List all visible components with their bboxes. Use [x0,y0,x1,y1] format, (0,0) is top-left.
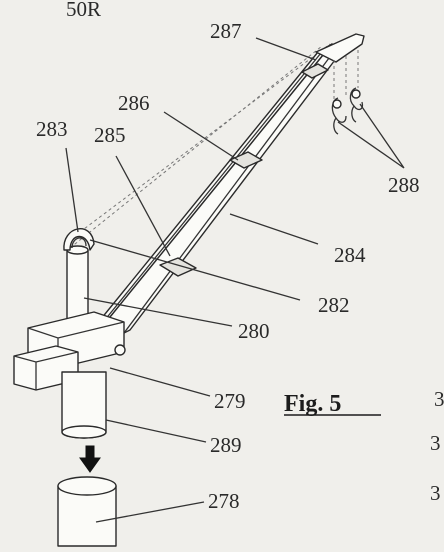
boom [91,33,365,337]
boom-brace-287 [301,63,329,79]
label-285: 285 [94,123,126,147]
pedestal [61,371,107,439]
header-reference: 50R [66,0,101,21]
leader-286 [163,111,239,161]
label-288: 288 [388,173,420,197]
sheave-groove [71,237,87,249]
leader-287 [255,37,317,61]
mast-column [66,249,89,326]
boom-pivot [114,344,126,356]
label-286: 286 [118,91,150,115]
label-278: 278 [208,489,240,513]
leader-283 [65,147,79,233]
leader-282 [89,239,301,301]
sheave-283 [63,228,95,251]
down-arrow-icon [79,445,101,473]
leader-285 [115,155,171,257]
leader-289 [105,419,207,443]
leader-288 [337,103,405,169]
boom-tip-head [315,33,365,63]
leader-284 [229,213,319,245]
boom-inner-edge [123,49,336,334]
label-282: 282 [318,293,350,317]
hook-eye [332,99,342,109]
hook-assembly [331,50,364,135]
foundation-top [57,476,117,496]
edge-mark: 3 [430,431,441,455]
leader-278 [95,501,205,523]
mast [63,228,95,326]
boom-upper-chord [105,43,339,337]
boom-brace-286 [229,151,263,169]
label-289: 289 [210,433,242,457]
edge-mark: 3 [430,481,441,505]
leader-280 [83,297,233,327]
foundation-278 [57,476,117,547]
figure-title: Fig. 5 [284,391,341,417]
label-287: 287 [210,19,242,43]
leader-279 [109,367,211,397]
column-bottom [61,425,107,439]
hook-eye [351,89,361,99]
label-280: 280 [238,319,270,343]
boom-inner-edge [99,47,326,327]
house-step-edges [13,351,79,390]
label-279: 279 [214,389,246,413]
label-283: 283 [36,117,68,141]
label-284: 284 [334,243,366,267]
edge-mark: 3 [434,387,444,411]
